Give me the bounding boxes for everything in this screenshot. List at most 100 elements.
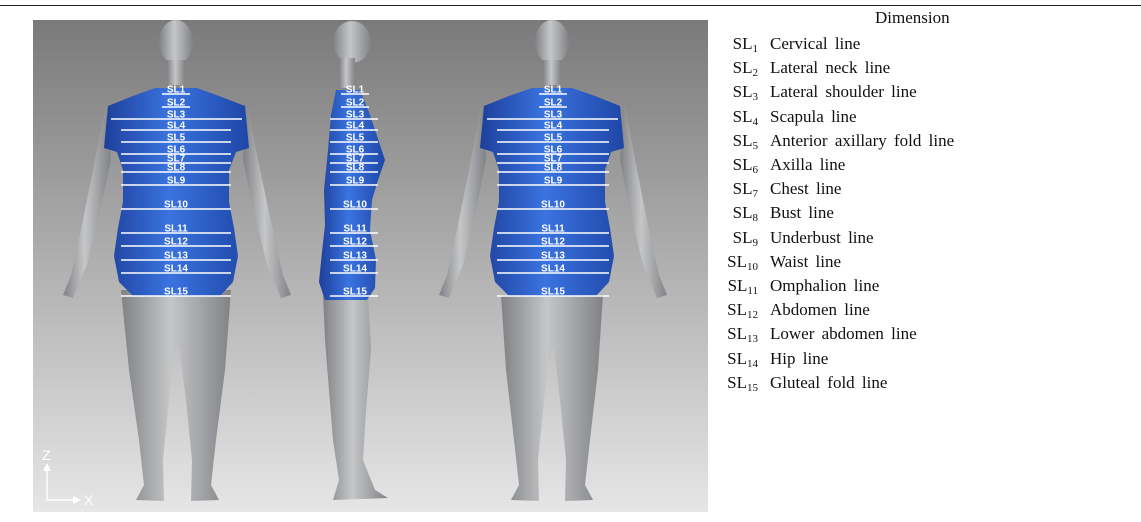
- dimension-row: SL1 Cervical line: [700, 34, 1100, 58]
- body-scan-figure: SL1SL2SL3SL4SL5SL6SL7SL8SL9SL10SL11SL12S…: [33, 20, 708, 512]
- front-section-label: SL8: [167, 163, 186, 174]
- dimension-code-main: SL: [733, 107, 753, 126]
- dimension-code-main: SL: [733, 131, 753, 150]
- side-section-label: SL13: [343, 251, 367, 262]
- dimension-code: SL1: [700, 34, 758, 55]
- dimension-row: SL10 Waist line: [700, 252, 1100, 276]
- side-section-label: SL9: [346, 176, 365, 187]
- dimension-name: Axilla line: [770, 155, 845, 175]
- dimension-row: SL15 Gluteal fold line: [700, 373, 1100, 397]
- dimension-code-subscript: 9: [753, 237, 759, 249]
- back-section-label: SL5: [544, 133, 563, 144]
- dimension-code-subscript: 4: [753, 116, 759, 128]
- dimension-code-main: SL: [727, 324, 747, 343]
- side-section-label: SL2: [346, 98, 365, 109]
- dimension-name: Underbust line: [770, 228, 874, 248]
- table-header-dimension: Dimension: [875, 8, 950, 28]
- back-section-label: SL13: [541, 251, 565, 262]
- dimension-code-main: SL: [733, 155, 753, 174]
- front-section-label: SL15: [164, 287, 188, 298]
- z-axis-label: Z: [42, 447, 51, 463]
- dimension-name: Gluteal fold line: [770, 373, 887, 393]
- dimension-code-main: SL: [733, 203, 753, 222]
- dimension-code-main: SL: [727, 252, 747, 271]
- dimension-name: Waist line: [770, 252, 841, 272]
- front-section-label: SL3: [167, 110, 186, 121]
- dimension-row: SL13 Lower abdomen line: [700, 324, 1100, 348]
- back-section-label: SL4: [544, 121, 563, 132]
- dimension-code-main: SL: [733, 58, 753, 77]
- dimension-name: Lower abdomen line: [770, 324, 917, 344]
- dimension-row: SL12Abdomen line: [700, 300, 1100, 324]
- dimension-row: SL9 Underbust line: [700, 228, 1100, 252]
- side-section-label: SL15: [343, 287, 367, 298]
- dimension-code: SL2: [700, 58, 758, 79]
- dimension-row: SL2 Lateral neck line: [700, 58, 1100, 82]
- dimension-code: SL10: [700, 252, 758, 273]
- side-section-label: SL1: [346, 85, 365, 96]
- dimension-row: SL4 Scapula line: [700, 107, 1100, 131]
- dimension-row: SL6 Axilla line: [700, 155, 1100, 179]
- back-section-label: SL10: [541, 200, 565, 211]
- dimension-code: SL14: [700, 349, 758, 370]
- dimension-row: SL3Lateral shoulder line: [700, 82, 1100, 106]
- dimension-code: SL6: [700, 155, 758, 176]
- dimension-code: SL7: [700, 179, 758, 200]
- top-rule: [0, 5, 1141, 6]
- dimension-code-subscript: 15: [747, 382, 758, 394]
- dimension-name: Lateral neck line: [770, 58, 890, 78]
- dimension-code-subscript: 5: [753, 140, 759, 152]
- dimension-name: Hip line: [770, 349, 828, 369]
- back-section-label: SL2: [544, 98, 563, 109]
- dimension-code-main: SL: [733, 228, 753, 247]
- dimension-code: SL12: [700, 300, 758, 321]
- dimension-name: Omphalion line: [770, 276, 879, 296]
- side-section-label: SL11: [343, 224, 367, 235]
- dimension-code-subscript: 12: [747, 309, 758, 321]
- dimension-code-main: SL: [727, 349, 747, 368]
- dimension-code-subscript: 8: [753, 212, 759, 224]
- dimension-code: SL5: [700, 131, 758, 152]
- dimension-code: SL8: [700, 203, 758, 224]
- dimension-code-subscript: 13: [747, 333, 758, 345]
- dimension-name: Cervical line: [770, 34, 860, 54]
- dimension-name: Anterior axillary fold line: [770, 131, 954, 151]
- dimension-code-subscript: 1: [753, 43, 759, 55]
- dimension-code-main: SL: [728, 276, 748, 295]
- side-section-label: SL14: [343, 264, 367, 275]
- front-section-label: SL9: [167, 176, 186, 187]
- side-section-label: SL3: [346, 110, 365, 121]
- dimension-row: SL8Bust line: [700, 203, 1100, 227]
- dimension-name: Scapula line: [770, 107, 857, 127]
- back-head: [535, 20, 569, 64]
- dimension-code: SL9: [700, 228, 758, 249]
- dimension-code-subscript: 2: [753, 67, 759, 79]
- dimension-code-main: SL: [727, 373, 747, 392]
- side-section-label: SL4: [346, 121, 365, 132]
- dimension-code-subscript: 6: [753, 164, 759, 176]
- side-section-label: SL8: [346, 163, 365, 174]
- dimension-name: Chest line: [770, 179, 841, 199]
- dimension-code: SL15: [700, 373, 758, 394]
- back-section-label: SL9: [544, 176, 563, 187]
- side-section-label: SL10: [343, 200, 367, 211]
- side-section-label: SL5: [346, 133, 365, 144]
- dimension-code-main: SL: [733, 179, 753, 198]
- dimension-row: SL7 Chest line: [700, 179, 1100, 203]
- dimension-code-subscript: 10: [747, 261, 758, 273]
- back-section-label: SL8: [544, 163, 563, 174]
- dimension-row: SL14 Hip line: [700, 349, 1100, 373]
- front-section-label: SL5: [167, 133, 186, 144]
- back-section-label: SL11: [541, 224, 565, 235]
- body-scan-svg: SL1SL2SL3SL4SL5SL6SL7SL8SL9SL10SL11SL12S…: [33, 20, 708, 512]
- front-section-label: SL4: [167, 121, 186, 132]
- back-section-label: SL14: [541, 264, 565, 275]
- front-section-label: SL12: [164, 237, 188, 248]
- dimension-row: SL5 Anterior axillary fold line: [700, 131, 1100, 155]
- dimension-code-subscript: 7: [753, 188, 759, 200]
- back-section-label: SL1: [544, 85, 563, 96]
- dimension-name: Lateral shoulder line: [770, 82, 917, 102]
- side-neck: [339, 58, 355, 88]
- back-section-label: SL12: [541, 237, 565, 248]
- dimension-code: SL13: [700, 324, 758, 345]
